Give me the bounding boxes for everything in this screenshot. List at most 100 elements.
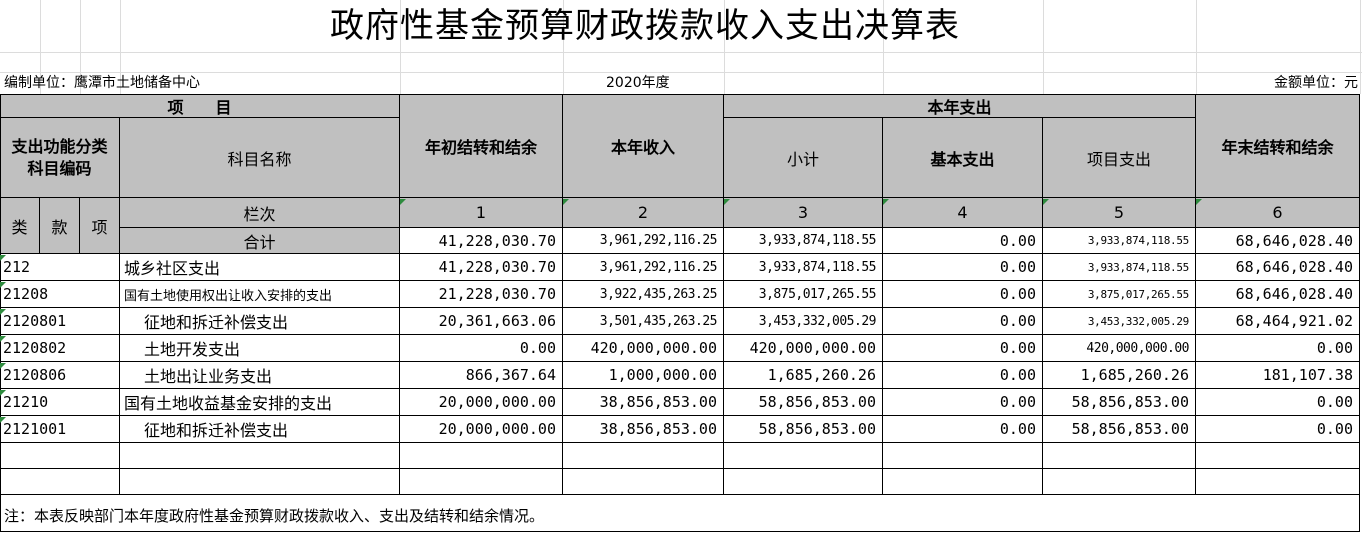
table-cell[interactable]: 1,000,000.00 bbox=[563, 362, 724, 389]
header-subtotal: 小计 bbox=[724, 118, 883, 198]
table-cell[interactable]: 0.00 bbox=[883, 254, 1043, 281]
table-cell[interactable]: 181,107.38 bbox=[1196, 362, 1360, 389]
row-subject-name[interactable]: 征地和拆迁补偿支出 bbox=[120, 416, 400, 443]
header-begin-balance: 年初结转和结余 bbox=[400, 94, 563, 198]
table-cell[interactable]: 0.00 bbox=[883, 281, 1043, 308]
table-cell[interactable]: 0.00 bbox=[883, 389, 1043, 416]
empty-cell[interactable] bbox=[1196, 469, 1360, 495]
table-cell[interactable]: 68,646,028.40 bbox=[1196, 254, 1360, 281]
table-cell[interactable]: 3,961,292,116.25 bbox=[563, 254, 724, 281]
total-cell[interactable]: 41,228,030.70 bbox=[400, 228, 563, 254]
grid-line bbox=[724, 0, 725, 94]
table-cell[interactable]: 0.00 bbox=[1196, 389, 1360, 416]
cell-indicator-icon bbox=[1196, 199, 1202, 205]
header-project-expense: 项目支出 bbox=[1043, 118, 1196, 198]
table-cell[interactable]: 41,228,030.70 bbox=[400, 254, 563, 281]
table-cell[interactable]: 38,856,853.00 bbox=[563, 416, 724, 443]
cell-indicator-icon bbox=[0, 309, 6, 315]
header-total: 合计 bbox=[120, 228, 400, 254]
table-cell[interactable]: 0.00 bbox=[883, 308, 1043, 335]
empty-cell[interactable] bbox=[563, 469, 724, 495]
header-end-balance: 年末结转和结余 bbox=[1196, 94, 1360, 198]
table-cell[interactable]: 38,856,853.00 bbox=[563, 389, 724, 416]
row-code[interactable]: 212 bbox=[0, 254, 120, 281]
empty-cell[interactable] bbox=[1196, 443, 1360, 469]
header-column-index: 栏次 bbox=[120, 198, 400, 228]
cell-indicator-icon bbox=[883, 199, 889, 205]
table-cell[interactable]: 58,856,853.00 bbox=[1043, 389, 1196, 416]
total-cell[interactable]: 68,646,028.40 bbox=[1196, 228, 1360, 254]
table-cell[interactable]: 420,000,000.00 bbox=[1043, 335, 1196, 362]
empty-cell[interactable] bbox=[0, 443, 120, 469]
table-cell[interactable]: 20,000,000.00 bbox=[400, 389, 563, 416]
table-cell[interactable]: 866,367.64 bbox=[400, 362, 563, 389]
row-code[interactable]: 2120802 bbox=[0, 335, 120, 362]
table-cell[interactable]: 68,646,028.40 bbox=[1196, 281, 1360, 308]
empty-cell[interactable] bbox=[724, 443, 883, 469]
row-subject-name[interactable]: 国有土地收益基金安排的支出 bbox=[120, 389, 400, 416]
total-cell[interactable]: 3,933,874,118.55 bbox=[1043, 228, 1196, 254]
table-cell[interactable]: 420,000,000.00 bbox=[563, 335, 724, 362]
row-subject-name[interactable]: 土地出让业务支出 bbox=[120, 362, 400, 389]
empty-cell[interactable] bbox=[120, 443, 400, 469]
table-cell[interactable]: 3,933,874,118.55 bbox=[1043, 254, 1196, 281]
table-cell[interactable]: 3,922,435,263.25 bbox=[563, 281, 724, 308]
table-cell[interactable]: 68,464,921.02 bbox=[1196, 308, 1360, 335]
table-cell[interactable]: 21,228,030.70 bbox=[400, 281, 563, 308]
row-code[interactable]: 2120801 bbox=[0, 308, 120, 335]
empty-cell[interactable] bbox=[563, 443, 724, 469]
table-cell[interactable]: 0.00 bbox=[1196, 335, 1360, 362]
total-cell[interactable]: 3,961,292,116.25 bbox=[563, 228, 724, 254]
row-code[interactable]: 2120806 bbox=[0, 362, 120, 389]
row-code[interactable]: 21208 bbox=[0, 281, 120, 308]
cell-indicator-icon bbox=[0, 390, 6, 396]
table-cell[interactable]: 20,361,663.06 bbox=[400, 308, 563, 335]
row-subject-name[interactable]: 国有土地使用权出让收入安排的支出 bbox=[120, 281, 400, 308]
table-cell[interactable]: 3,453,332,005.29 bbox=[724, 308, 883, 335]
table-cell[interactable]: 58,856,853.00 bbox=[724, 416, 883, 443]
table-cell[interactable]: 420,000,000.00 bbox=[724, 335, 883, 362]
grid-line bbox=[120, 0, 121, 94]
row-code[interactable]: 21210 bbox=[0, 389, 120, 416]
row-code[interactable]: 2121001 bbox=[0, 416, 120, 443]
grid-line bbox=[400, 0, 401, 94]
row-subject-name[interactable]: 征地和拆迁补偿支出 bbox=[120, 308, 400, 335]
empty-cell[interactable] bbox=[400, 469, 563, 495]
table-cell[interactable]: 0.00 bbox=[400, 335, 563, 362]
table-cell[interactable]: 3,933,874,118.55 bbox=[724, 254, 883, 281]
table-cell[interactable]: 3,453,332,005.29 bbox=[1043, 308, 1196, 335]
empty-cell[interactable] bbox=[883, 469, 1043, 495]
header-item: 项 目 bbox=[0, 94, 400, 118]
empty-cell[interactable] bbox=[400, 443, 563, 469]
column-number: 2 bbox=[563, 198, 724, 228]
grid-line bbox=[1043, 0, 1044, 94]
table-cell[interactable]: 20,000,000.00 bbox=[400, 416, 563, 443]
table-cell[interactable]: 0.00 bbox=[883, 416, 1043, 443]
empty-cell[interactable] bbox=[724, 469, 883, 495]
grid-line bbox=[0, 52, 1362, 53]
table-cell[interactable]: 3,875,017,265.55 bbox=[724, 281, 883, 308]
header-subject-name: 科目名称 bbox=[120, 118, 400, 198]
table-cell[interactable]: 0.00 bbox=[883, 335, 1043, 362]
total-cell[interactable]: 3,933,874,118.55 bbox=[724, 228, 883, 254]
row-subject-name[interactable]: 城乡社区支出 bbox=[120, 254, 400, 281]
empty-cell[interactable] bbox=[1043, 443, 1196, 469]
table-cell[interactable]: 3,875,017,265.55 bbox=[1043, 281, 1196, 308]
table-cell[interactable]: 1,685,260.26 bbox=[724, 362, 883, 389]
table-cell[interactable]: 0.00 bbox=[1196, 416, 1360, 443]
table-cell[interactable]: 0.00 bbox=[883, 362, 1043, 389]
grid-line bbox=[40, 0, 41, 94]
empty-cell[interactable] bbox=[883, 443, 1043, 469]
table-cell[interactable]: 1,685,260.26 bbox=[1043, 362, 1196, 389]
total-cell[interactable]: 0.00 bbox=[883, 228, 1043, 254]
table-cell[interactable]: 58,856,853.00 bbox=[724, 389, 883, 416]
empty-cell[interactable] bbox=[120, 469, 400, 495]
table-cell[interactable]: 58,856,853.00 bbox=[1043, 416, 1196, 443]
row-subject-name[interactable]: 土地开发支出 bbox=[120, 335, 400, 362]
grid-line bbox=[1196, 0, 1197, 94]
column-number: 6 bbox=[1196, 198, 1360, 228]
table-cell[interactable]: 3,501,435,263.25 bbox=[563, 308, 724, 335]
empty-cell[interactable] bbox=[0, 469, 120, 495]
empty-cell[interactable] bbox=[1043, 469, 1196, 495]
